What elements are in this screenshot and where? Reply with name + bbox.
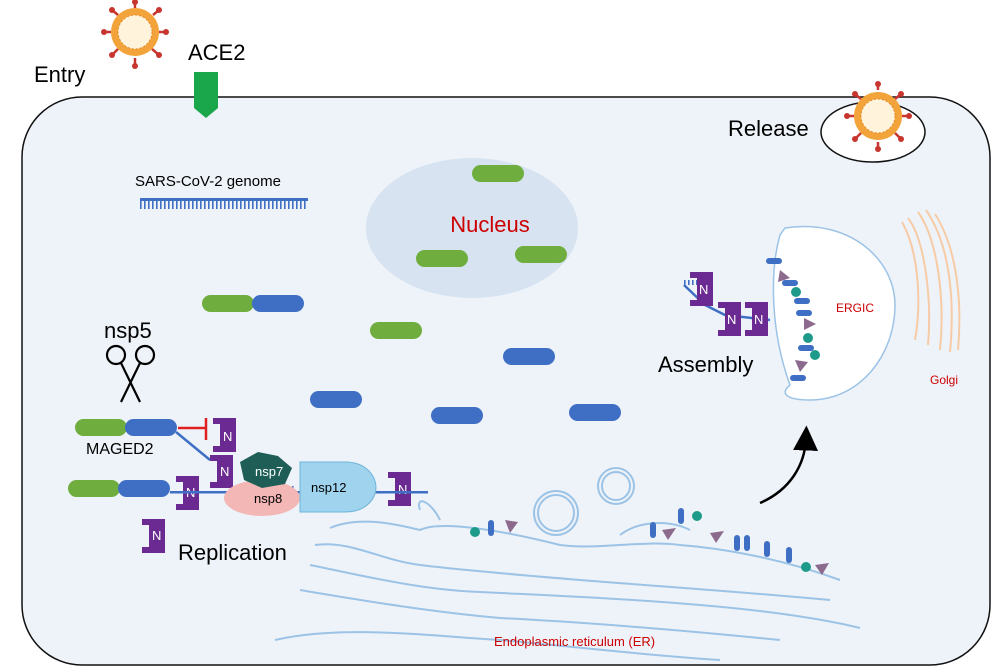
rna-segment-green — [202, 295, 254, 312]
n-protein: N — [745, 302, 768, 336]
n-protein: N — [388, 472, 411, 506]
nsp8-protein — [224, 480, 300, 516]
nsp12-label: nsp12 — [311, 480, 346, 495]
n-protein: N — [690, 272, 713, 306]
rna-segment-blue — [125, 419, 177, 436]
n-protein: N — [718, 302, 741, 336]
genome-bases — [140, 201, 308, 209]
rna-segment-green — [416, 250, 468, 267]
svg-text:N: N — [152, 528, 161, 543]
rna-segment-green — [75, 419, 127, 436]
rna-segment-blue — [252, 295, 304, 312]
ace2-receptor-icon — [194, 72, 218, 118]
rna-strand — [683, 284, 771, 322]
virus-icon — [101, 0, 169, 69]
entry-label: Entry — [34, 62, 85, 87]
rna-segment-green — [370, 322, 422, 339]
golgi-label: Golgi — [930, 373, 958, 387]
rna-segment-green — [472, 165, 524, 182]
release-label: Release — [728, 116, 809, 141]
svg-text:N: N — [220, 464, 229, 479]
inhibition-icon — [178, 418, 208, 440]
nsp7-label: nsp7 — [255, 464, 283, 479]
rna-bases — [684, 280, 706, 285]
er-proteins — [470, 508, 829, 575]
svg-text:N: N — [699, 282, 708, 297]
nsp7-protein — [240, 452, 292, 488]
svg-text:N: N — [223, 429, 232, 444]
golgi-apparatus — [901, 209, 961, 353]
n-protein: N — [213, 418, 236, 452]
virus-icon — [844, 81, 912, 152]
n-protein: N — [142, 519, 165, 553]
ergic-compartment — [772, 225, 896, 401]
svg-text:N: N — [727, 312, 736, 327]
maged2-label: MAGED2 — [86, 441, 154, 458]
rna-segment-blue — [503, 348, 555, 365]
assembly-label: Assembly — [658, 352, 753, 377]
rna-segment-green — [515, 246, 567, 263]
nucleus-label: Nucleus — [450, 212, 529, 237]
rna-segment-blue — [118, 480, 170, 497]
cell-membrane — [21, 96, 991, 666]
nsp12-protein — [299, 461, 377, 513]
scissors-icon — [105, 344, 156, 403]
rna-segment-green — [68, 480, 120, 497]
rna-template-strand — [170, 491, 428, 494]
rna-strand — [175, 431, 211, 461]
ergic-label: ERGIC — [836, 301, 874, 315]
rna-segment-blue — [431, 407, 483, 424]
svg-text:N: N — [754, 312, 763, 327]
replication-label: Replication — [178, 540, 287, 565]
er-label: Endoplasmic reticulum (ER) — [494, 634, 655, 649]
rna-segment-blue — [569, 404, 621, 421]
nsp5-label: nsp5 — [104, 318, 152, 343]
genome-label: SARS-CoV-2 genome — [135, 173, 281, 190]
ace2-label: ACE2 — [188, 40, 245, 65]
genome-strand — [140, 198, 308, 201]
ergic-proteins — [766, 258, 820, 381]
arrow-icon — [759, 425, 819, 505]
svg-text:N: N — [398, 482, 407, 497]
n-protein: N — [210, 455, 233, 488]
rna-segment-blue — [310, 391, 362, 408]
nsp8-label: nsp8 — [254, 491, 282, 506]
